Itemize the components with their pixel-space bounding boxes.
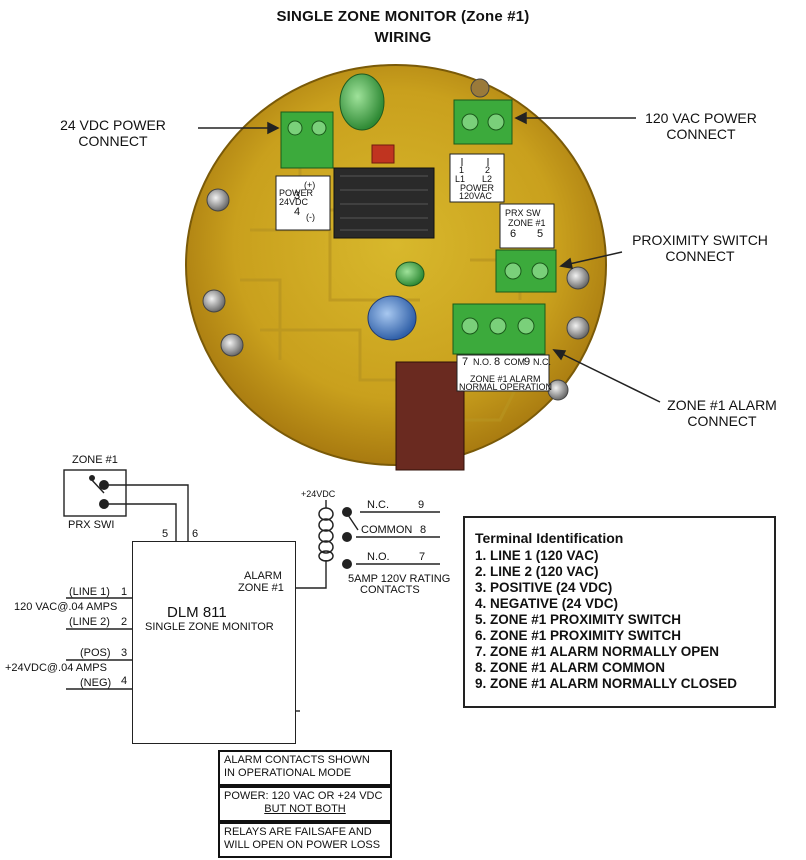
- dlm-811-module: [132, 541, 296, 744]
- pin-6: 6: [192, 528, 199, 540]
- ac-rating: 120 VAC@.04 AMPS: [14, 601, 118, 613]
- note-line: WILL OPEN ON POWER LOSS: [224, 839, 381, 851]
- terminal-block-24vdc: [280, 111, 334, 169]
- callout-zone-alarm: ZONE #1 ALARM CONNECT: [667, 397, 777, 429]
- plate-120-t2: 2: [485, 165, 491, 175]
- line1-label: (LINE 1): [69, 586, 110, 598]
- plate-120-t1: 1: [459, 165, 465, 175]
- note-power: POWER: 120 VAC OR +24 VDC BUT NOT BOTH: [218, 786, 392, 822]
- plate-prx-t6: 6: [510, 228, 517, 240]
- terminal-item: 4. NEGATIVE (24 VDC): [475, 596, 619, 611]
- plate-24-pos: (+): [304, 180, 316, 190]
- plate-alarm-com: COM: [504, 357, 525, 367]
- note-line: ALARM CONTACTS SHOWN: [224, 754, 370, 766]
- terminal-identification-title: Terminal Identification: [475, 530, 624, 546]
- relay-supply-label: +24VDC: [301, 489, 336, 499]
- callout-120vac-power: 120 VAC POWER CONNECT: [645, 110, 757, 142]
- terminal-block-alarm: [452, 303, 546, 355]
- terminal-block-prx: [495, 249, 557, 293]
- zone-label: ZONE #1: [72, 454, 118, 466]
- terminal-item: 2. LINE 2 (120 VAC): [475, 564, 599, 579]
- capacitor-small: [395, 261, 425, 287]
- plate-prx-t5: 5: [537, 228, 544, 240]
- plate-120-rating: 120VAC: [459, 191, 492, 201]
- callout-proximity-switch: PROXIMITY SWITCH CONNECT: [632, 232, 768, 264]
- pin-1: 1: [121, 586, 128, 598]
- terminal-item: 5. ZONE #1 PROXIMITY SWITCH: [475, 612, 682, 627]
- plate-24-name: POWER: [279, 188, 314, 198]
- common-label: COMMON: [361, 524, 413, 536]
- plate-24-neg: (-): [306, 212, 315, 222]
- diagram-subtitle: WIRING: [374, 29, 432, 46]
- note-failsafe: RELAYS ARE FAILSAFE AND WILL OPEN ON POW…: [218, 822, 392, 858]
- plate-120-l1: L1: [455, 174, 466, 184]
- pin-5: 5: [162, 528, 169, 540]
- terminal-item: 1. LINE 1 (120 VAC): [475, 548, 599, 563]
- contact-rating: 5AMP 120V RATING: [348, 573, 451, 585]
- prx-switch-label: PRX SWI: [68, 519, 115, 531]
- dlm-subtitle: SINGLE ZONE MONITOR: [145, 621, 274, 633]
- terminal-item: 6. ZONE #1 PROXIMITY SWITCH: [475, 628, 682, 643]
- contact-rating-contacts: CONTACTS: [360, 584, 420, 596]
- plate-prx-name1: ZONE #1: [508, 218, 546, 228]
- callout-24vdc-power: 24 VDC POWER CONNECT: [60, 117, 166, 149]
- note-line: POWER: 120 VAC OR +24 VDC: [224, 790, 383, 802]
- pin-2: 2: [121, 616, 128, 628]
- capacitor-blue: [367, 295, 417, 341]
- plate-alarm-t9: 9: [524, 356, 531, 368]
- no-label: N.O.: [367, 551, 390, 563]
- pin-7: 7: [419, 551, 426, 563]
- pin-8: 8: [420, 524, 427, 536]
- terminal-item: 7. ZONE #1 ALARM NORMALLY OPEN: [475, 644, 720, 659]
- plate-24-pos-num: 3: [294, 190, 301, 202]
- note-line: IN OPERATIONAL MODE: [224, 767, 352, 779]
- pos-label: (POS): [80, 647, 111, 659]
- note-line: BUT NOT BOTH: [264, 803, 346, 815]
- nc-label: N.C.: [367, 499, 389, 511]
- neg-label: (NEG): [80, 677, 112, 689]
- dc-rating: +24VDC@.04 AMPS: [5, 662, 107, 674]
- pin-9: 9: [418, 499, 425, 511]
- line2-label: (LINE 2): [69, 616, 110, 628]
- capacitor-top: [339, 73, 385, 131]
- note-alarm-contacts: ALARM CONTACTS SHOWN IN OPERATIONAL MODE: [218, 750, 392, 786]
- plate-alarm-name1: ZONE #1 ALARM: [470, 374, 541, 384]
- alarm-zone-label: ZONE #1: [238, 582, 284, 594]
- terminal-item: 8. ZONE #1 ALARM COMMON: [475, 660, 666, 675]
- plate-alarm-nc: N.C.: [533, 357, 551, 367]
- pin-4: 4: [121, 675, 128, 687]
- plate-120-name: POWER: [460, 183, 495, 193]
- plate-120-l2: L2: [482, 174, 493, 184]
- plate-24-neg-num: 4: [294, 206, 301, 218]
- alarm-label: ALARM: [244, 570, 282, 582]
- pin-3: 3: [121, 647, 128, 659]
- diagram-title: SINGLE ZONE MONITOR (Zone #1): [276, 8, 530, 25]
- plate-alarm-t7: 7: [462, 356, 469, 368]
- terminal-item: 3. POSITIVE (24 VDC): [475, 580, 613, 595]
- mounting-nuts: [202, 78, 590, 401]
- terminal-block-120vac: [453, 99, 513, 145]
- terminal-identification-box: Terminal Identification 1. LINE 1 (120 V…: [463, 516, 776, 708]
- plate-alarm-name2: NORMAL OPERATION: [459, 382, 553, 392]
- note-line: RELAYS ARE FAILSAFE AND: [224, 826, 372, 838]
- relay: [395, 361, 465, 471]
- plate-prx-name2: PRX SW: [505, 208, 541, 218]
- plate-alarm-t8: 8: [494, 356, 501, 368]
- plate-alarm-no: N.O.: [473, 357, 492, 367]
- relay-coil: [318, 507, 334, 562]
- plate-24-rating: 24VDC: [279, 197, 309, 207]
- dlm-title: DLM 811: [167, 604, 227, 621]
- transformer: [333, 167, 435, 239]
- terminal-item: 9. ZONE #1 ALARM NORMALLY CLOSED: [475, 676, 738, 691]
